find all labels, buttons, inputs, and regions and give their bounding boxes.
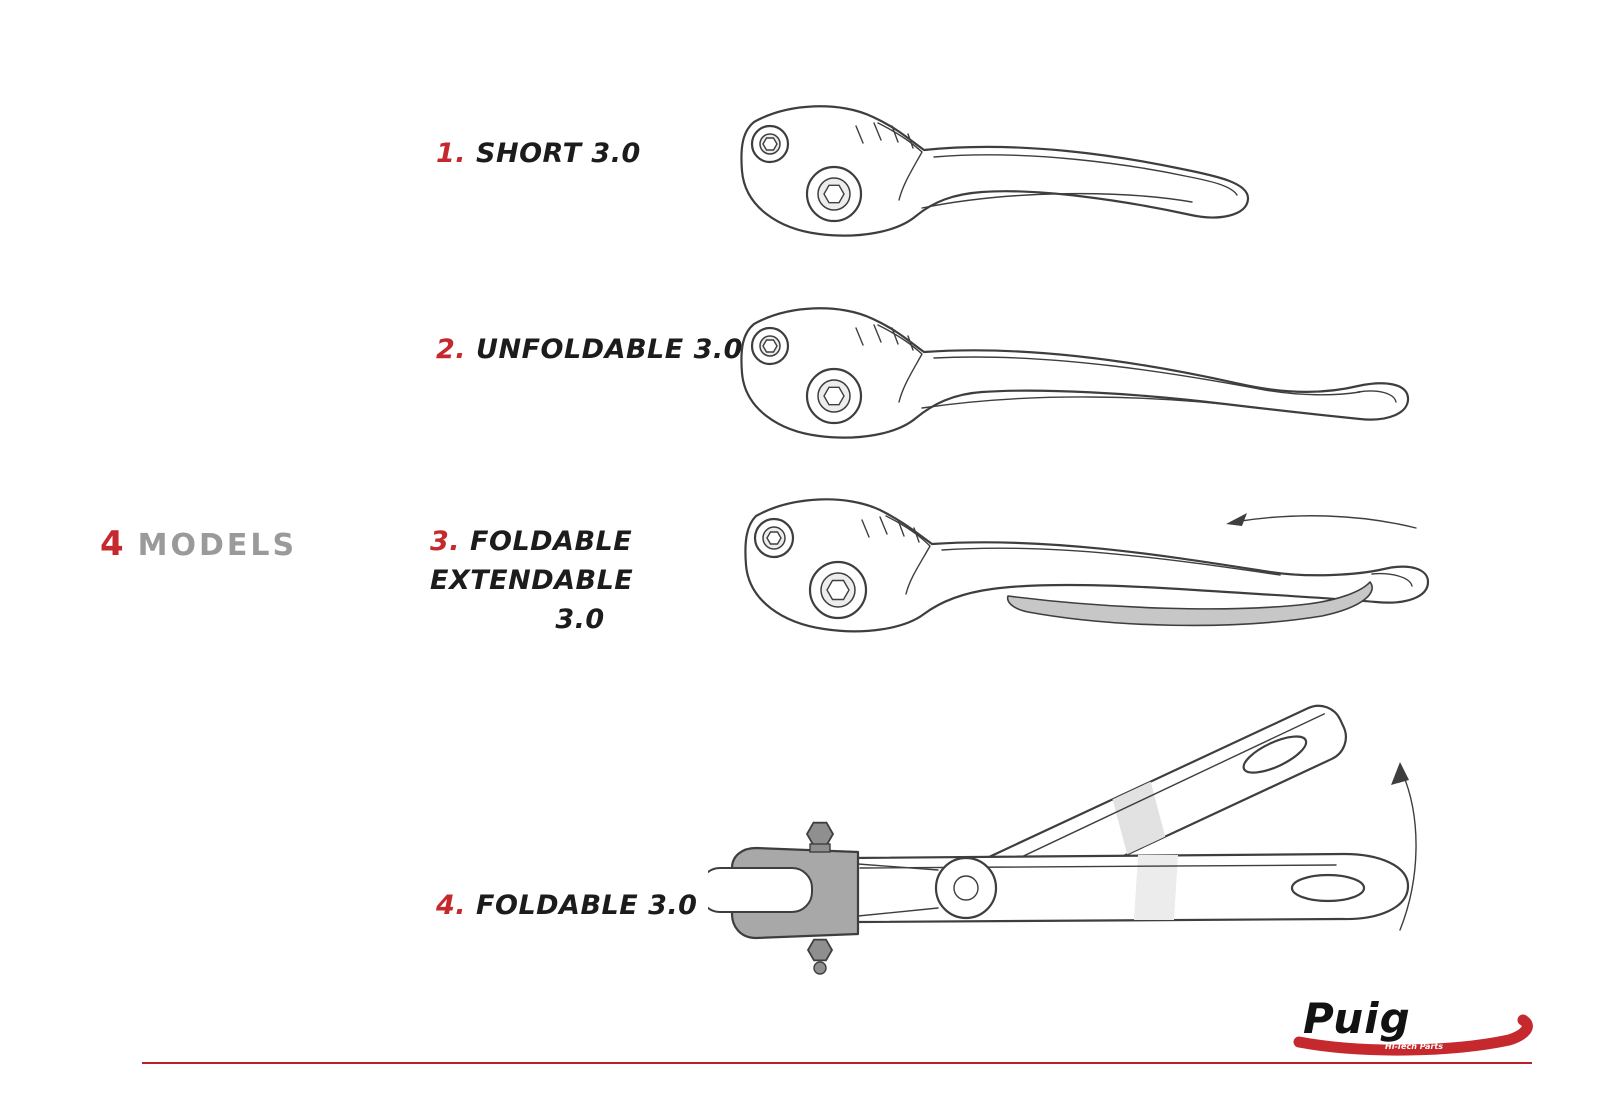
lever-short-illustration <box>710 90 1270 290</box>
model-4-number: 4. <box>436 890 467 921</box>
lever-foldable-extendable-drawing <box>744 498 1430 633</box>
arrow-left-icon <box>1226 513 1417 529</box>
brand-name: Puig <box>1303 994 1411 1043</box>
lever-foldable-extendable-illustration <box>710 478 1440 688</box>
model-3-label-line1: 3.FOLDABLE EXTENDABLE <box>430 522 730 600</box>
lever-unfoldable-adjuster <box>805 367 863 425</box>
brand-logo: Puig Hi-Tech Parts <box>1293 994 1535 1056</box>
models-word: MODELS <box>137 528 298 563</box>
lever-foldable-extendable-pivot-bolt <box>753 517 795 559</box>
lever-foldable-illustration <box>708 668 1428 988</box>
model-1-name: SHORT 3.0 <box>476 138 641 169</box>
lever-unfoldable-pivot-bolt <box>750 326 790 366</box>
model-1-label: 1. SHORT 3.0 <box>436 138 641 169</box>
model-3-number: 3. <box>430 526 461 557</box>
lever-short-adjuster <box>805 165 863 223</box>
model-4-label: 4. FOLDABLE 3.0 <box>436 890 697 921</box>
lever-foldable-extendable-outline <box>744 498 1430 633</box>
model-2-number: 2. <box>436 334 467 365</box>
brand-tagline: Hi-Tech Parts <box>1385 1042 1443 1051</box>
lever-foldable-pivot <box>934 856 998 920</box>
model-3-label: 3.FOLDABLE EXTENDABLE 3.0 <box>430 522 730 639</box>
lever-short-pivot-bolt <box>750 124 790 164</box>
model-3-label-line2: 3.0 <box>555 604 605 636</box>
model-1-number: 1. <box>436 138 467 169</box>
lever-short-outline <box>740 105 1250 237</box>
lever-foldable-drawing <box>708 704 1417 975</box>
footer-rule <box>142 1062 1532 1064</box>
arrow-up-icon <box>1391 762 1417 931</box>
lever-short-drawing <box>740 105 1250 237</box>
model-3-name: FOLDABLE EXTENDABLE <box>430 526 634 597</box>
lever-unfoldable-drawing <box>740 307 1410 439</box>
logo-swoosh-icon <box>1293 1014 1533 1056</box>
lever-foldable-extendable-adjuster <box>808 560 868 620</box>
lever-foldable-clevis <box>708 821 939 975</box>
lever-unfoldable-illustration <box>710 292 1420 477</box>
models-heading: 4 MODELS <box>100 524 297 564</box>
models-count: 4 <box>100 524 124 564</box>
model-4-name: FOLDABLE 3.0 <box>476 890 698 921</box>
lever-unfoldable-outline <box>740 307 1410 439</box>
model-2-label: 2. UNFOLDABLE 3.0 <box>436 334 743 365</box>
model-2-name: UNFOLDABLE 3.0 <box>476 334 743 365</box>
